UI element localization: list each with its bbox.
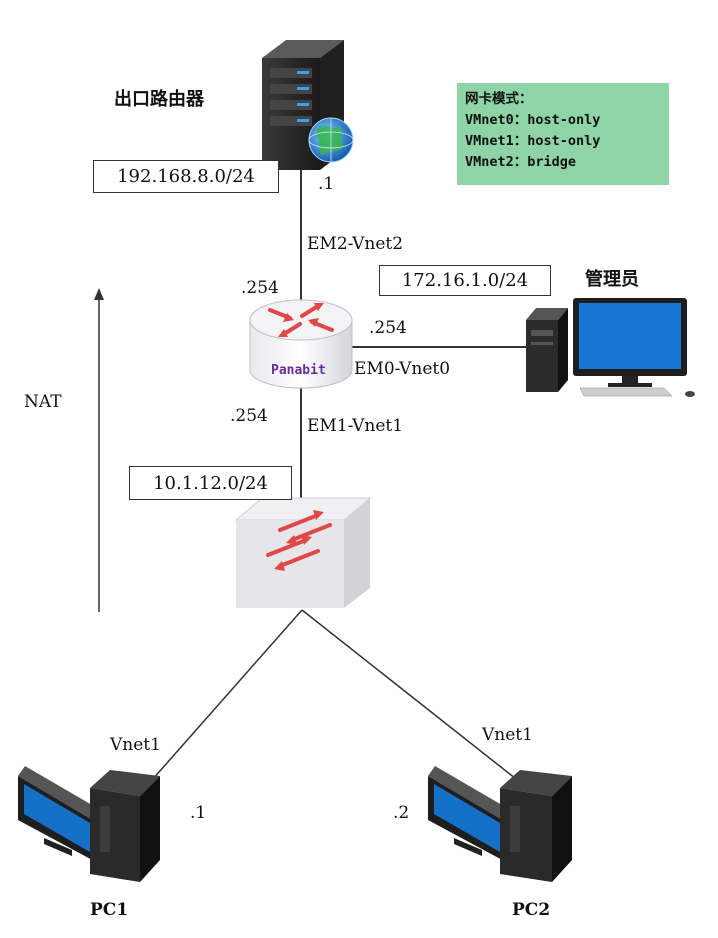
nic-mode-line-vmnet0: VMnet0：host-only (465, 112, 601, 128)
router-label: 出口路由器 (114, 89, 204, 110)
pc1-link-label: Vnet1 (110, 735, 161, 755)
admin-computer-icon (526, 298, 695, 397)
em1-link-label: EM1-Vnet1 (307, 416, 404, 436)
nat-arrow (94, 288, 104, 612)
pc1-computer-icon (18, 766, 160, 882)
nic-mode-note: 网卡模式： VMnet0：host-only VMnet1：host-only … (457, 83, 669, 185)
router-server-icon (262, 40, 354, 170)
subnet-lan-box: 10.1.12.0/24 (129, 466, 292, 500)
link-switch-pc2 (301, 609, 531, 791)
em0-link-label: EM0-Vnet0 (354, 359, 451, 379)
panabit-label: Panabit (271, 363, 326, 378)
admin-label: 管理员 (585, 269, 639, 290)
pc1-address: .1 (190, 803, 207, 823)
panabit-wan-address: .254 (241, 278, 279, 298)
pc2-computer-icon (428, 766, 572, 882)
pc2-link-label: Vnet1 (482, 725, 533, 745)
subnet-wan-box: 192.168.8.0/24 (93, 160, 279, 193)
subnet-mgmt-box: 172.16.1.0/24 (379, 265, 551, 296)
pc2-address: .2 (393, 803, 410, 823)
nic-mode-line-vmnet1: VMnet1：host-only (465, 133, 601, 149)
pc1-label: PC1 (90, 900, 129, 920)
nic-mode-line-vmnet2: VMnet2：bridge (465, 154, 577, 170)
link-switch-pc1 (151, 609, 303, 781)
panabit-mgmt-address: .254 (369, 318, 407, 338)
panabit-router-icon (249, 299, 353, 389)
switch-icon (234, 497, 372, 608)
router-address: .1 (318, 174, 335, 194)
em2-link-label: EM2-Vnet2 (307, 234, 404, 254)
nic-mode-title: 网卡模式： (465, 91, 533, 107)
panabit-lan-address: .254 (230, 406, 268, 426)
nat-label: NAT (24, 392, 62, 412)
pc2-label: PC2 (512, 900, 551, 920)
